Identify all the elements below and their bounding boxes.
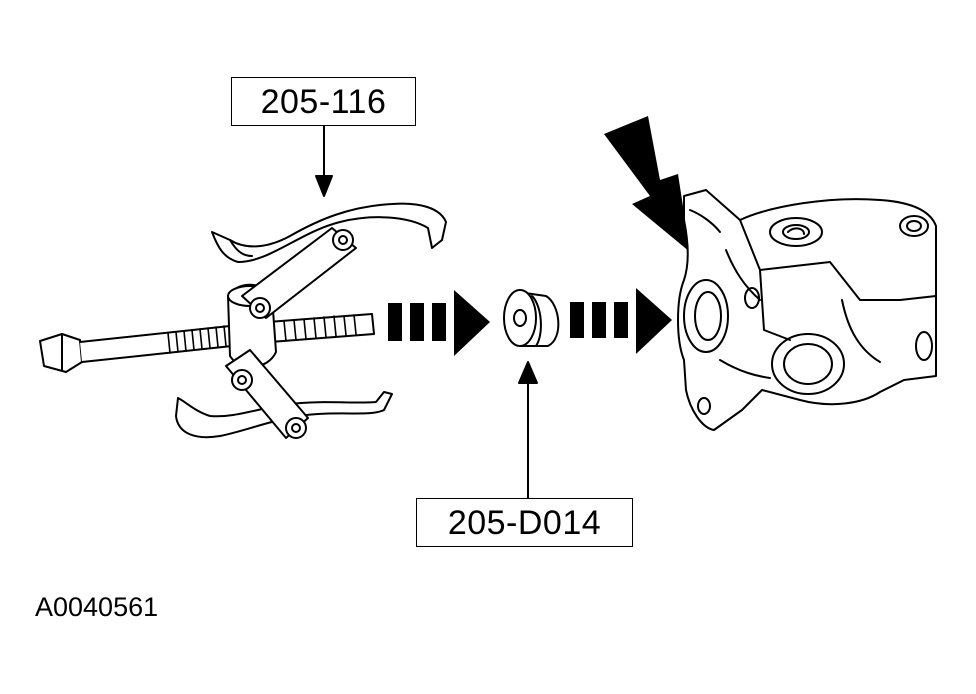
- two-jaw-puller-icon: [39, 202, 447, 439]
- seal-installer-icon: [503, 289, 560, 347]
- direction-arrow-icon: [388, 290, 490, 356]
- tool-callout-205-d014: 205-D014: [416, 498, 633, 547]
- pointer-arrow-icon: [604, 116, 690, 252]
- direction-arrow-icon: [570, 288, 672, 354]
- figure-id-label: A0040561: [35, 592, 159, 622]
- callout-label: 205-116: [260, 82, 387, 121]
- leader-arrow-bottom: [518, 361, 538, 499]
- leader-arrow-top: [315, 125, 333, 197]
- callout-label: 205-D014: [447, 503, 602, 542]
- tool-callout-205-116: 205-116: [231, 77, 416, 126]
- axle-housing-icon: [677, 189, 937, 431]
